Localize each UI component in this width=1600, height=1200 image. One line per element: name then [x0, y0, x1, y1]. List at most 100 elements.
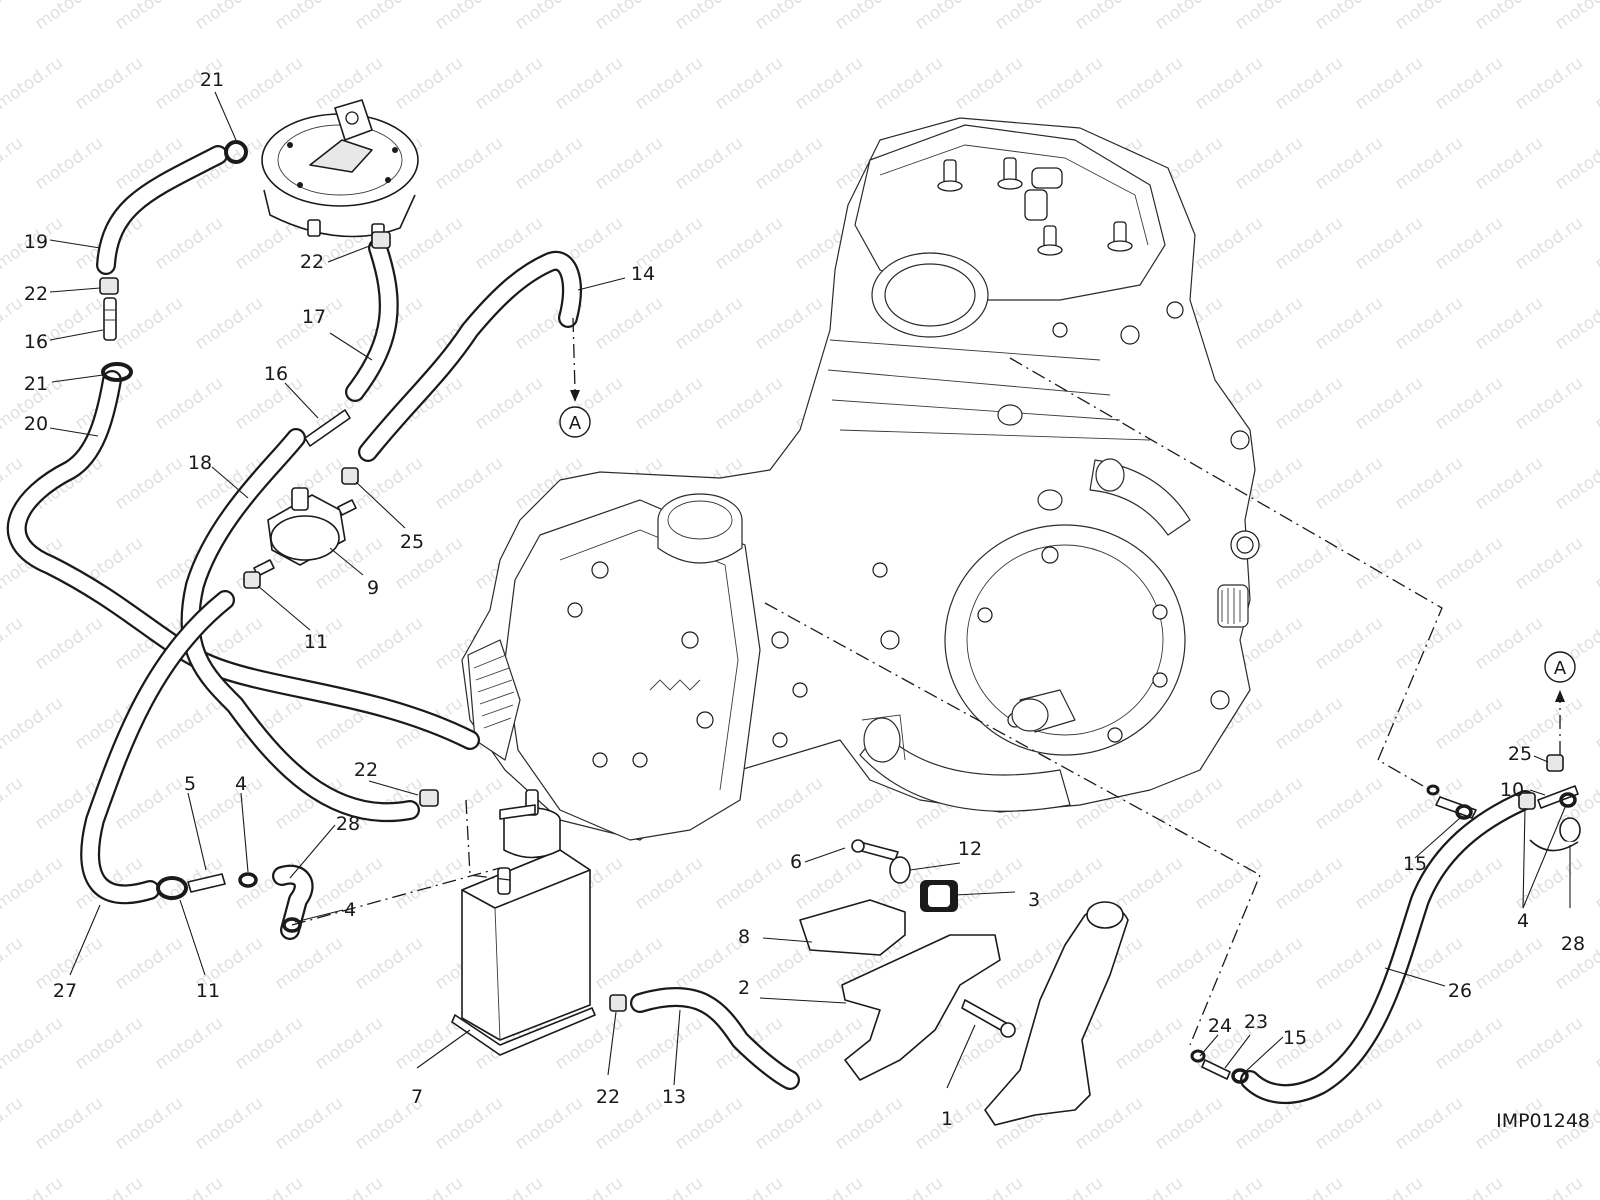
callout-label: 16	[264, 363, 288, 385]
watermark-text: motod.ru	[391, 53, 466, 114]
watermark-text: motod.ru	[271, 0, 346, 34]
watermark-text: motod.ru	[631, 1173, 706, 1200]
callout-label: 24	[1208, 1015, 1232, 1037]
watermark-text: motod.ru	[1351, 213, 1426, 274]
watermark-text: motod.ru	[831, 0, 906, 34]
watermark-text: motod.ru	[791, 53, 866, 114]
watermark-text: motod.ru	[791, 1173, 866, 1200]
watermark-text: motod.ru	[671, 0, 746, 34]
watermark-text: motod.ru	[1471, 0, 1546, 34]
watermark-text: motod.ru	[1031, 1173, 1106, 1200]
watermark-text: motod.ru	[871, 53, 946, 114]
watermark-text: motod.ru	[1111, 1173, 1186, 1200]
watermark-text: motod.ru	[831, 1093, 906, 1154]
watermark-text: motod.ru	[31, 1093, 106, 1154]
callout-label: 28	[1561, 933, 1585, 955]
callout-label: 27	[53, 980, 77, 1002]
watermark-text: motod.ru	[0, 933, 27, 994]
watermark-text: motod.ru	[111, 0, 186, 34]
watermark-text: motod.ru	[1351, 1173, 1426, 1200]
watermark-text: motod.ru	[0, 0, 27, 34]
watermark-text: motod.ru	[1271, 693, 1346, 754]
watermark-text: motod.ru	[591, 933, 666, 994]
watermark-text: motod.ru	[151, 1013, 226, 1074]
rollover-valve	[253, 487, 357, 577]
callout-label: 19	[24, 231, 48, 253]
watermark-text: motod.ru	[1471, 133, 1546, 194]
callout-label: 22	[354, 759, 378, 781]
watermark-text: motod.ru	[711, 373, 786, 434]
watermark-text: motod.ru	[1431, 693, 1506, 754]
watermark-text: motod.ru	[671, 293, 746, 354]
fittings	[99, 140, 1581, 1084]
watermark-text: motod.ru	[1111, 1013, 1186, 1074]
watermark-text: motod.ru	[0, 1093, 27, 1154]
callout-label: 4	[1517, 910, 1529, 932]
watermark-text: motod.ru	[1311, 293, 1386, 354]
watermark-text: motod.ru	[231, 53, 306, 114]
watermark-text: motod.ru	[1231, 133, 1306, 194]
watermark-text: motod.ru	[271, 1093, 346, 1154]
watermark-text: motod.ru	[951, 853, 1026, 914]
watermark-text: motod.ru	[1471, 453, 1546, 514]
callout-label: 13	[662, 1086, 686, 1108]
watermark-text: motod.ru	[1351, 693, 1426, 754]
watermark-text: motod.ru	[0, 133, 27, 194]
leader-lines	[49, 91, 1571, 1089]
watermark-text: motod.ru	[0, 1013, 67, 1074]
watermark-text: motod.ru	[1191, 53, 1266, 114]
watermark-text: motod.ru	[1111, 853, 1186, 914]
watermark-text: motod.ru	[751, 0, 826, 34]
watermark-text: motod.ru	[1591, 533, 1600, 594]
watermark-text: motod.ru	[191, 293, 266, 354]
watermark-text: motod.ru	[1431, 1013, 1506, 1074]
callouts: 21 19 22 16 21 20 22 17 16 14 18 25 9 11…	[24, 69, 1585, 1130]
watermark-text: motod.ru	[431, 0, 506, 34]
watermark-text: motod.ru	[1271, 373, 1346, 434]
watermark-text: motod.ru	[1311, 133, 1386, 194]
watermark-text: motod.ru	[871, 1173, 946, 1200]
callout-label: 4	[235, 773, 247, 795]
watermark-text: motod.ru	[71, 1173, 146, 1200]
callout-label: 22	[24, 283, 48, 305]
callout-label: 3	[1028, 889, 1040, 911]
watermark-text: motod.ru	[111, 773, 186, 834]
figure-code: IMP01248	[1496, 1110, 1590, 1132]
watermark-text: motod.ru	[671, 933, 746, 994]
watermark-text: motod.ru	[1391, 453, 1466, 514]
watermark-text: motod.ru	[1031, 53, 1106, 114]
callout-label: 23	[1244, 1011, 1268, 1033]
callout-label: 21	[200, 69, 224, 91]
reference-marker-a-right: A	[1544, 651, 1576, 683]
callout-label: 2	[738, 977, 750, 999]
watermark-text: motod.ru	[1351, 53, 1426, 114]
watermark-text: motod.ru	[1391, 293, 1466, 354]
callout-label: 11	[196, 980, 220, 1002]
watermark-text: motod.ru	[311, 1173, 386, 1200]
callout-label: 26	[1448, 980, 1472, 1002]
reference-marker-a-right-label: A	[1554, 658, 1567, 679]
callout-label: 17	[302, 306, 326, 328]
watermark-text: motod.ru	[1311, 1093, 1386, 1154]
watermark-text: motod.ru	[1591, 853, 1600, 914]
callout-label: 14	[631, 263, 655, 285]
watermark-text: motod.ru	[0, 853, 67, 914]
watermark-text: motod.ru	[1311, 933, 1386, 994]
watermark-text: motod.ru	[1431, 53, 1506, 114]
watermark-text: motod.ru	[1271, 213, 1346, 274]
watermark-text: motod.ru	[551, 1173, 626, 1200]
watermark-text: motod.ru	[1311, 773, 1386, 834]
hoses	[6, 145, 1535, 1105]
watermark-text: motod.ru	[1231, 773, 1306, 834]
watermark-text: motod.ru	[511, 1093, 586, 1154]
watermark-text: motod.ru	[351, 613, 426, 674]
watermark-text: motod.ru	[0, 613, 27, 674]
watermark-text: motod.ru	[351, 933, 426, 994]
watermark-text: motod.ru	[431, 453, 506, 514]
watermark-text: motod.ru	[1151, 0, 1226, 34]
callout-label: 25	[400, 531, 424, 553]
watermark-text: motod.ru	[71, 53, 146, 114]
watermark-text: motod.ru	[231, 1013, 306, 1074]
watermark-text: motod.ru	[1231, 0, 1306, 34]
